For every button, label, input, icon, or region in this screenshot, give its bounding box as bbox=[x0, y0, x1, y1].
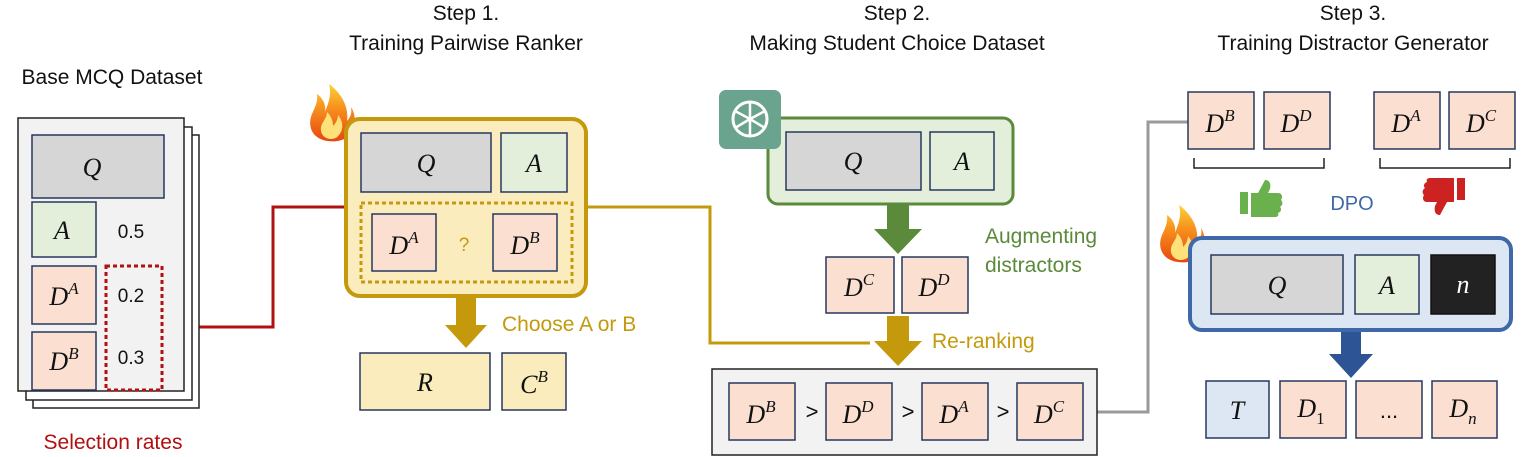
ranker-answer-text: A bbox=[524, 149, 542, 178]
chosen-2-text: DD bbox=[1279, 106, 1312, 138]
thumbs-down-icon bbox=[1422, 178, 1465, 215]
output-distractor-n-box bbox=[1431, 380, 1498, 439]
rejected-2-text: DC bbox=[1465, 106, 1497, 138]
ranker-distractor-b-text: DB bbox=[509, 228, 540, 260]
rerank-arrow bbox=[874, 316, 922, 366]
chosen-bracket bbox=[1193, 158, 1325, 169]
base-distractor-a-text: DA bbox=[48, 279, 79, 311]
generator-count-text: n bbox=[1457, 270, 1470, 299]
selection-rate-highlight bbox=[104, 264, 164, 392]
augment-label-line1: Augmenting bbox=[985, 225, 1097, 248]
rejected-1-box bbox=[1373, 91, 1441, 150]
generator-question-box bbox=[1210, 254, 1344, 315]
chosen-2-box bbox=[1263, 91, 1331, 150]
new-distractor-c-text: DC bbox=[843, 270, 875, 302]
step3-title: Training Distractor Generator bbox=[1217, 32, 1488, 55]
augment-question-box bbox=[785, 131, 922, 191]
pair-compare-region bbox=[359, 201, 574, 284]
ranked-gt-1: > bbox=[806, 399, 819, 424]
augment-label-line2: distractors bbox=[985, 254, 1082, 277]
base-distractor-a-rate: 0.2 bbox=[118, 286, 144, 307]
ranked-gt-2: > bbox=[902, 399, 915, 424]
selection-rate-connector bbox=[162, 205, 346, 329]
base-question-box bbox=[31, 134, 165, 199]
generator-count-box bbox=[1430, 254, 1496, 315]
augment-answer-text: A bbox=[952, 147, 970, 176]
choose-arrow bbox=[445, 298, 487, 348]
base-question-text: Q bbox=[83, 153, 102, 182]
rejected-2-box bbox=[1448, 91, 1516, 150]
augment-answer-box bbox=[929, 131, 995, 191]
ranker-distractor-b-box bbox=[492, 213, 558, 272]
ranker-distractor-a-text: DA bbox=[388, 228, 419, 260]
rationale-box bbox=[359, 352, 491, 411]
llm-logo-icon bbox=[719, 90, 781, 149]
chosen-1-text: DB bbox=[1204, 106, 1235, 138]
base-distractor-b-box bbox=[31, 331, 97, 391]
chosen-1-box bbox=[1187, 91, 1255, 150]
ranker-answer-box bbox=[500, 132, 568, 193]
choice-text: CB bbox=[520, 367, 548, 399]
output-distractor-1-text: D1 bbox=[1296, 394, 1324, 428]
ranker-to-reranking-connector bbox=[586, 205, 870, 345]
base-answer-text: A bbox=[52, 216, 70, 245]
base-dataset-title: Base MCQ Dataset bbox=[22, 66, 203, 89]
ranked-item-3-text: DA bbox=[938, 397, 969, 429]
augment-question-text: Q bbox=[844, 147, 863, 176]
rejected-1-text: DA bbox=[1390, 106, 1421, 138]
output-rationale-box bbox=[1205, 380, 1270, 439]
output-distractor-1-box bbox=[1279, 380, 1347, 439]
flame-icon bbox=[310, 84, 355, 142]
ranked-item-4-text: DC bbox=[1033, 397, 1065, 429]
output-ellipsis-box bbox=[1355, 380, 1423, 439]
base-distractor-a-box bbox=[31, 265, 97, 325]
new-distractor-d-box bbox=[901, 256, 969, 314]
generator-answer-box bbox=[1354, 254, 1420, 315]
step1-title: Training Pairwise Ranker bbox=[349, 32, 583, 55]
ranked-item-1-text: DB bbox=[745, 397, 776, 429]
rationale-text: R bbox=[416, 368, 433, 397]
selection-rates-label: Selection rates bbox=[44, 431, 183, 454]
new-distractor-c-box bbox=[825, 256, 895, 314]
ranker-question-text: Q bbox=[417, 149, 436, 178]
step3-number: Step 3. bbox=[1320, 2, 1387, 25]
ranked-item-2-text: DD bbox=[841, 397, 874, 429]
choose-label: Choose A or B bbox=[502, 313, 636, 336]
generator-question-text: Q bbox=[1268, 271, 1287, 300]
output-distractor-n-text: Dn bbox=[1448, 394, 1476, 428]
ranked-item-1-box bbox=[728, 382, 796, 441]
ranker-question-box bbox=[360, 132, 492, 193]
base-distractor-b-rate: 0.3 bbox=[118, 348, 144, 369]
rejected-bracket bbox=[1379, 158, 1511, 169]
rerank-label: Re-ranking bbox=[932, 330, 1035, 353]
base-answer-rate: 0.5 bbox=[118, 222, 144, 243]
choice-box bbox=[501, 352, 567, 411]
new-distractor-d-text: DD bbox=[917, 270, 950, 302]
base-distractor-b-text: DB bbox=[48, 344, 79, 376]
base-answer-box bbox=[31, 201, 97, 258]
ranked-item-2-box bbox=[825, 382, 893, 441]
ranked-item-4-box bbox=[1016, 382, 1084, 441]
output-ellipsis-text: ... bbox=[1380, 398, 1398, 423]
ranked-gt-3: > bbox=[997, 399, 1010, 424]
output-rationale-text: T bbox=[1230, 396, 1246, 425]
step2-title: Making Student Choice Dataset bbox=[749, 32, 1044, 55]
generator-answer-text: A bbox=[1377, 271, 1395, 300]
generate-arrow bbox=[1329, 332, 1373, 378]
ranked-item-3-box bbox=[921, 382, 989, 441]
ranker-distractor-a-box bbox=[371, 213, 437, 272]
compare-question-mark: ? bbox=[459, 235, 470, 256]
dpo-label: DPO bbox=[1330, 193, 1373, 215]
ranked-to-dpo-connector bbox=[1097, 120, 1188, 414]
step1-number: Step 1. bbox=[433, 2, 500, 25]
thumbs-up-icon bbox=[1240, 180, 1283, 217]
augment-arrow bbox=[874, 205, 922, 254]
step2-number: Step 2. bbox=[864, 2, 931, 25]
